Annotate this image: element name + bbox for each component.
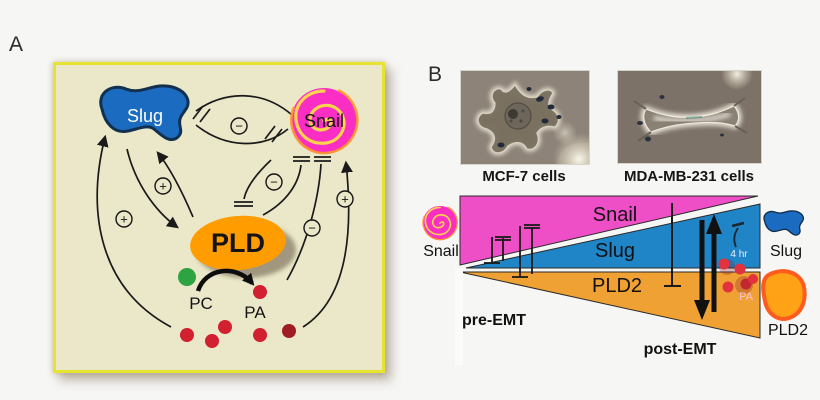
snail-node: Snail xyxy=(289,86,359,156)
pc-to-pa-reaction-arrow xyxy=(195,268,255,292)
emt-gradient-diagram: Snail Slug PLD2 4 hr xyxy=(422,195,808,365)
slug-label: Slug xyxy=(127,106,163,126)
pa-dot xyxy=(253,328,267,342)
edge-slug-inhibits-snail xyxy=(195,124,289,145)
panel-b-label: B xyxy=(428,63,443,86)
sign-pld-snail: − xyxy=(303,219,321,237)
pathway-signs: − + + − − xyxy=(115,117,354,237)
pld-label: PLD xyxy=(211,228,265,258)
pa-dot xyxy=(253,285,267,299)
snail-label: Snail xyxy=(304,111,344,131)
wedge-snail-label: Snail xyxy=(593,204,637,226)
inhibition-slash xyxy=(192,105,204,120)
edge-snail-inhibits-slug xyxy=(195,94,293,116)
wedge-slug-label: Slug xyxy=(595,240,635,262)
wedge-pld2-label: PLD2 xyxy=(592,275,642,297)
micrograph-mcf7 xyxy=(460,70,605,185)
legend-snail: Snail xyxy=(422,205,459,260)
svg-text:+: + xyxy=(120,212,128,227)
pa-dots xyxy=(180,285,296,348)
snail-spiral-icon xyxy=(422,205,459,241)
pld-node: PLD xyxy=(190,215,296,278)
svg-text:−: − xyxy=(235,119,243,134)
legend-snail-label: Snail xyxy=(423,243,459,260)
wedge-snail xyxy=(459,195,759,266)
white-strip xyxy=(455,269,463,365)
legend-pld2-label: PLD2 xyxy=(768,322,808,339)
legend-slug-label: Slug xyxy=(770,243,802,260)
svg-text:−: − xyxy=(308,221,316,236)
inhibition-slash xyxy=(199,108,211,123)
edge-slug-activates-pld xyxy=(126,148,179,229)
sign-pa-snail: + xyxy=(336,190,354,208)
edge-pld-inhibits-snail xyxy=(262,164,302,216)
inhibition-bar-long xyxy=(664,203,681,287)
pa-label: PA xyxy=(244,303,266,322)
pld-ellipse xyxy=(190,215,286,271)
pa-dot-dark xyxy=(282,324,296,338)
edge-pld-activates-slug xyxy=(156,151,194,218)
mcf7-cell-image xyxy=(461,71,605,185)
pa-dot xyxy=(218,320,232,334)
wedge-slug xyxy=(465,203,761,269)
sign-snail-pld: − xyxy=(265,173,283,191)
sign-slug-snail: − xyxy=(230,117,248,135)
up-arrow xyxy=(706,214,722,312)
panel-a-pathway-box: PLD PC PA Slug xyxy=(53,62,385,373)
pa-dot xyxy=(180,328,194,342)
slug-blob-icon xyxy=(763,210,805,236)
legend-slug: Slug xyxy=(763,210,805,260)
pre-emt-label: pre-EMT xyxy=(462,312,526,329)
pathway-diagram: PLD PC PA Slug xyxy=(96,84,359,348)
wedge-pld2 xyxy=(459,271,761,339)
four-hr-annotation: 4 hr xyxy=(730,221,748,260)
caption-mcf7: MCF-7 cells xyxy=(482,168,566,185)
pc-lipid-dot xyxy=(178,268,196,286)
svg-text:+: + xyxy=(159,179,167,194)
pa-dots-label: PA xyxy=(739,291,754,303)
legend-pld2: PLD2 xyxy=(763,271,808,339)
svg-text:+: + xyxy=(341,192,349,207)
edge-pa-activates-snail xyxy=(302,160,353,328)
inhibition-slash xyxy=(264,125,276,140)
pa-dots-cluster: PA xyxy=(718,258,758,303)
down-arrow xyxy=(694,220,710,320)
pathway-edges xyxy=(96,94,353,328)
sign-slug-pld: + xyxy=(154,177,172,195)
micrograph-mda-mb-231 xyxy=(617,58,762,164)
pld2-shape-icon xyxy=(763,271,805,319)
four-hr-label: 4 hr xyxy=(730,249,748,260)
sign-pa-slug: + xyxy=(115,210,133,228)
panel-a-label: A xyxy=(9,33,24,56)
caption-mda-mb-231: MDA-MB-231 cells xyxy=(623,168,755,185)
post-emt-label: post-EMT xyxy=(644,341,717,358)
pc-label: PC xyxy=(189,294,213,313)
edge-snail-inhibits-pld xyxy=(243,159,272,200)
edge-pa-activates-slug xyxy=(96,134,172,328)
slug-node: Slug xyxy=(99,84,190,142)
pa-dot xyxy=(205,334,219,348)
svg-text:−: − xyxy=(270,175,278,190)
mda-mb-231-cell-image xyxy=(618,58,761,163)
inhibition-slash xyxy=(271,128,283,143)
inhibition-bars-left xyxy=(484,224,540,278)
